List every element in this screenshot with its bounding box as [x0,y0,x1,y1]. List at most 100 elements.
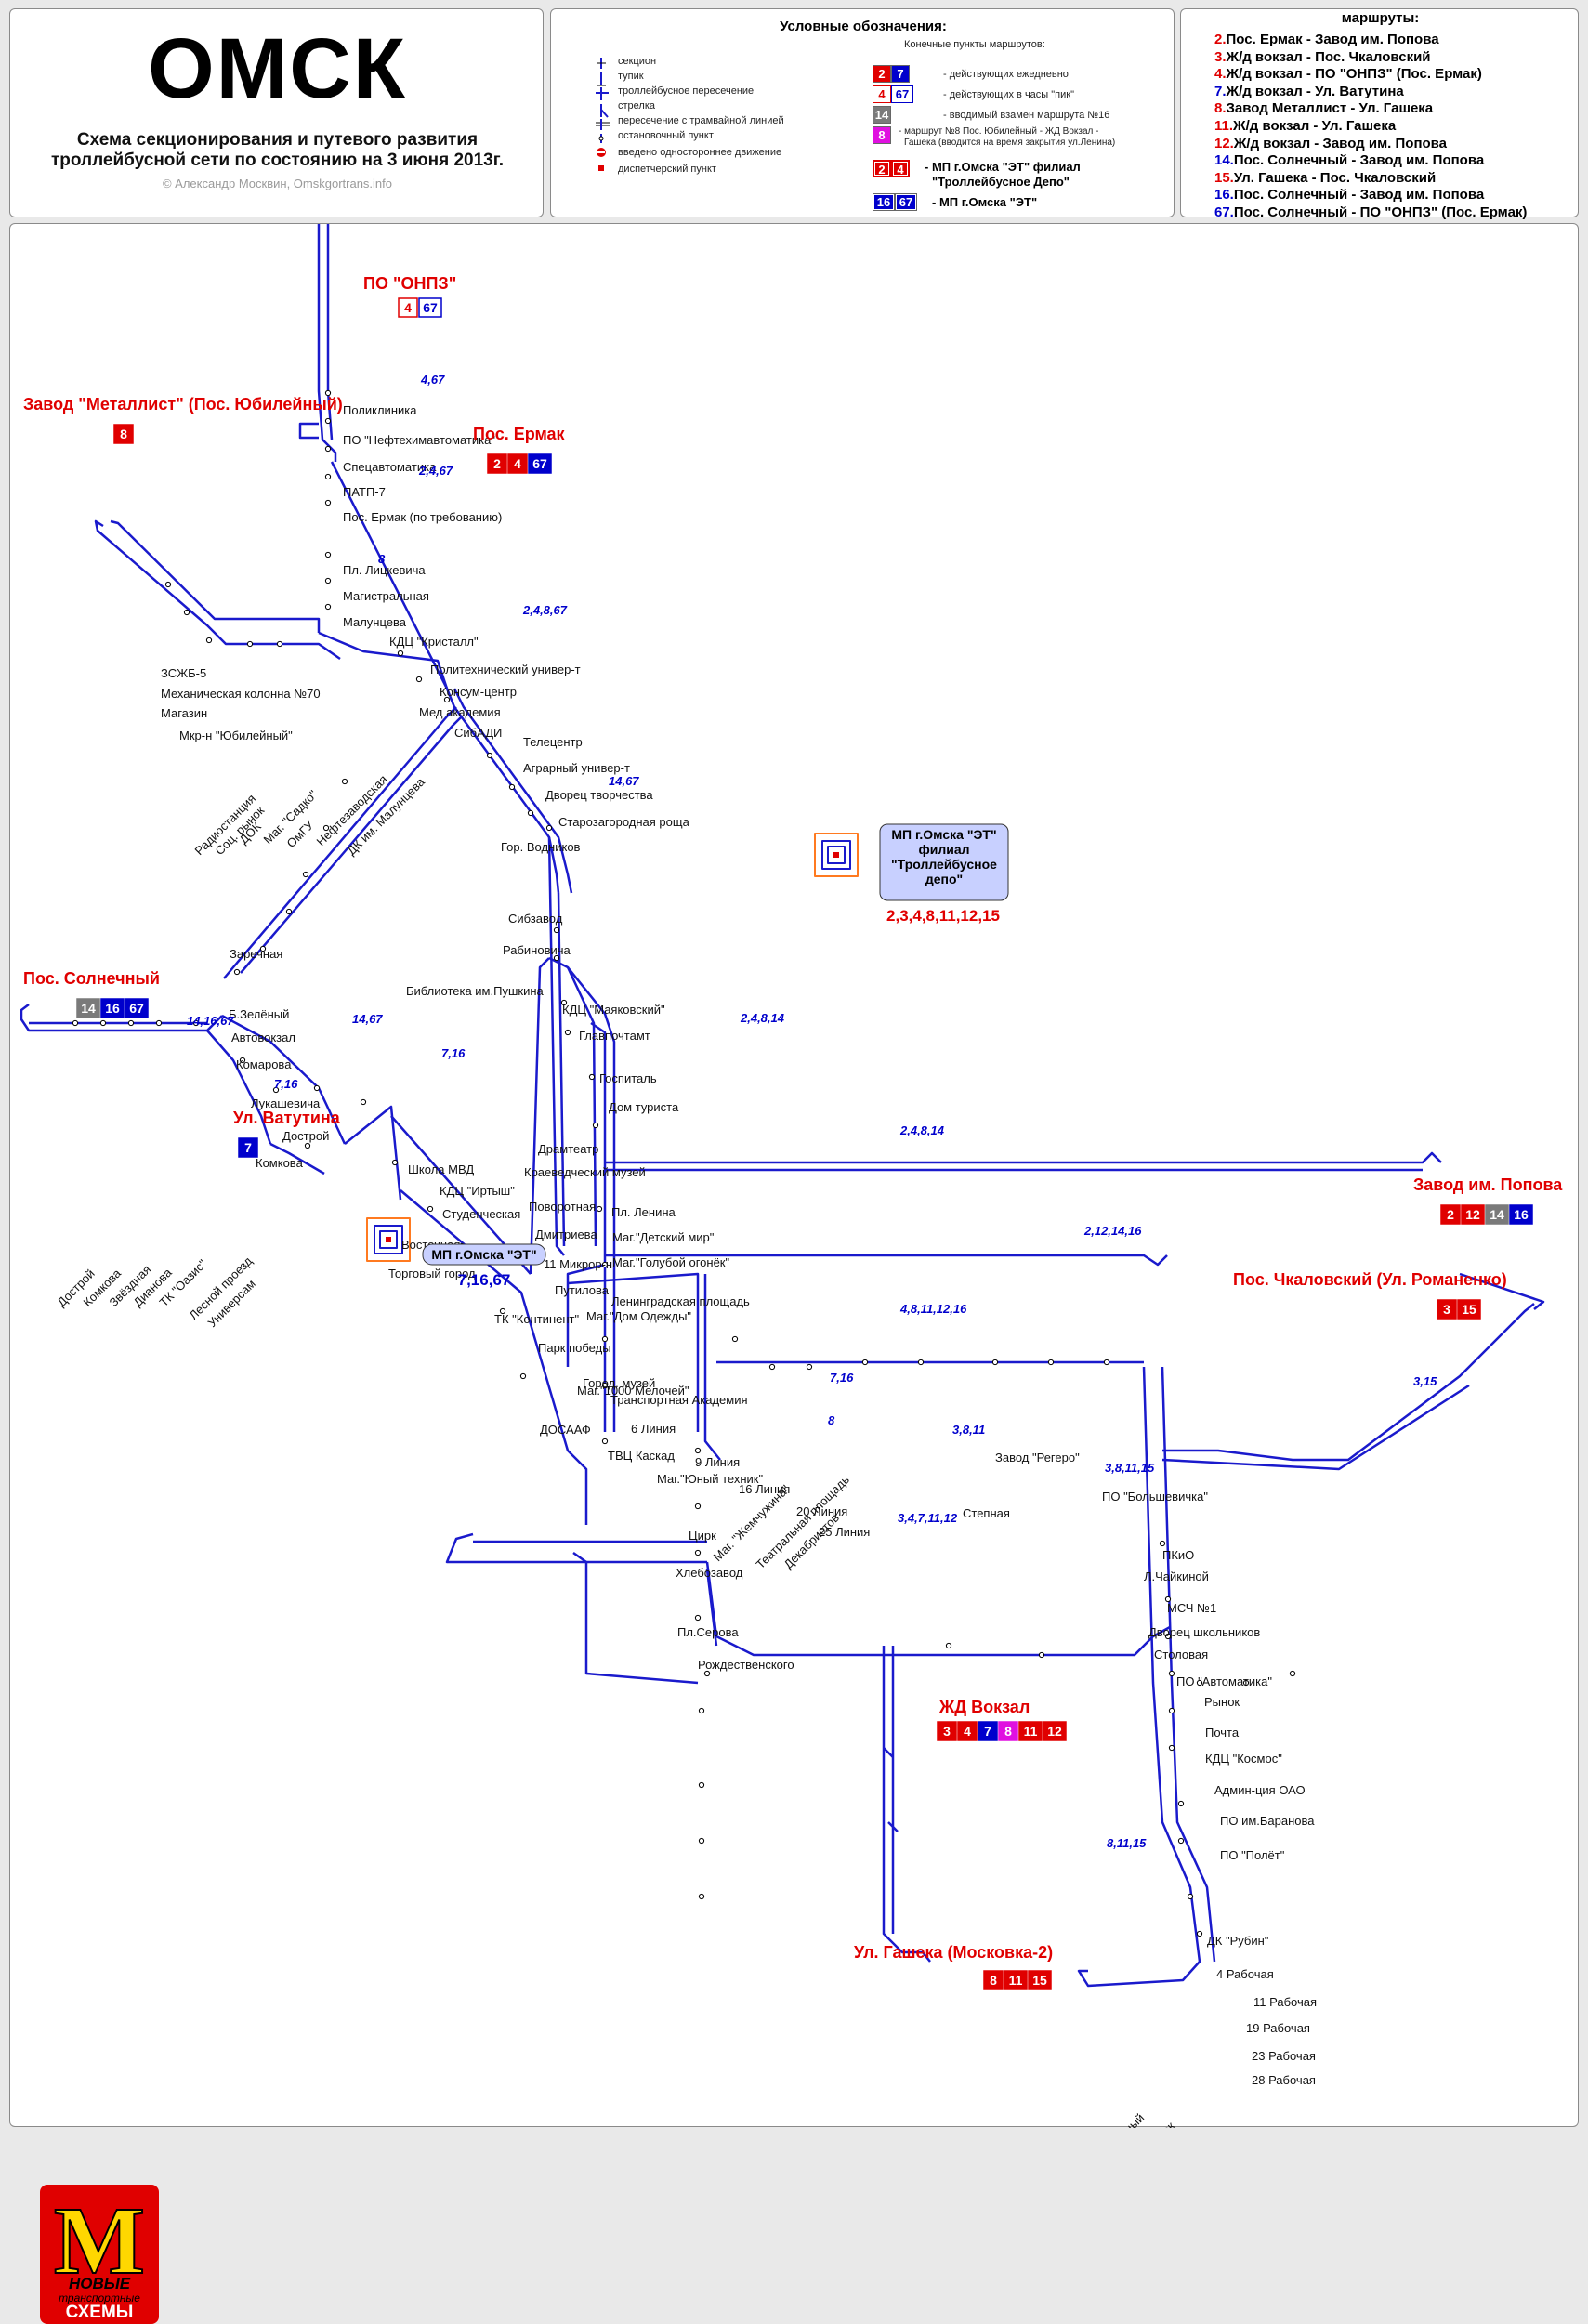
route-segment-label: 4,67 [420,373,445,387]
legend-route8-1: - маршрут №8 Пос. Юбилейный - ЖД Вокзал … [899,126,1099,137]
stop-marker [991,1359,999,1366]
stop-label: Школа МВД [408,1162,474,1176]
depot-routes: 2,3,4,8,11,12,15 [886,907,1000,925]
trolleybus-line [1161,1384,1470,1471]
legend-item-5: остановочный пункт [618,130,714,141]
stop-label: Магистральная [343,589,429,603]
terminal-route-badge: 3 [937,1721,957,1741]
stop-marker [324,551,332,558]
logo-word-1: НОВЫЕ [69,2275,131,2292]
subtitle-line-2: троллейбусной сети по состоянию на 3 июн… [51,151,504,170]
route-description: Пос. Ермак - Завод им. Попова [1226,32,1439,47]
route-segment-label: 7,16 [274,1077,298,1091]
stop-marker [601,1261,609,1268]
terminal-route-number: 12 [1465,1207,1480,1222]
stop-label: СибАДИ [454,726,502,740]
stop-label: Дострой [282,1129,329,1143]
legend-item-4: пересечение с трамвайной линией [618,115,784,126]
stop-label: ПО "Полёт" [1220,1848,1285,1862]
stop-label: ПО им.Баранова [1220,1814,1315,1828]
stop-marker [1103,1359,1110,1366]
terminal-route-number: 15 [1462,1302,1476,1317]
terminal-route-number: 67 [423,300,438,315]
route-item: 8.Завод Металлист - Ул. Гашека [1214,100,1433,116]
stop-label: КДЦ "Кристалл" [389,635,479,649]
route-segment-label: 2,4,67 [418,464,453,478]
legend-item-3: стрелка [618,100,655,112]
stop-label: 28 Рабочая [1252,2073,1316,2087]
stop-marker [945,1642,952,1649]
depot-label: МП г.Омска "ЭТ" [891,827,996,842]
stop-label: Главпочтамт [579,1029,650,1043]
route-number: 2. [1214,32,1227,47]
stop-marker [427,1205,434,1213]
depot-routes: 7,16,67 [458,1271,511,1289]
trolleybus-line [445,1532,707,1564]
stop-marker [397,650,404,657]
route-description: Пос. Солнечный - Завод им. Попова [1233,187,1485,204]
stop-label: Пл. Ленина [611,1205,676,1219]
trolleybus-depot-icon [814,833,859,877]
stop-label: ПКиО [1162,1548,1194,1562]
stop-label: МСЧ №1 [1167,1601,1216,1615]
terminal-route-badge: 15 [1028,1970,1052,1990]
stop-marker [324,417,332,425]
stop-marker [72,1019,79,1027]
terminal-route-badge: 8 [983,1970,1004,1990]
stop-label: Путилова [555,1283,610,1297]
title-panel: ОМСК Схема секционирования и путевого ра… [9,8,544,217]
trolleybus-line [317,224,337,462]
trolleybus-line [221,1014,347,1145]
stop-marker [486,752,493,759]
stop-label: Аграрный универ-т [523,761,630,775]
route-number: 67. [1214,204,1234,220]
stop-marker [164,581,172,588]
terminal-name: Завод им. Попова [1413,1175,1563,1194]
stop-marker [601,1335,609,1343]
stop-label: КДЦ "Маяковский" [562,1003,665,1017]
stop-label: Драмтеатр [538,1142,598,1156]
stop-marker [588,1073,596,1081]
terminal-route-number: 2 [1447,1207,1454,1222]
stop-marker [1038,1651,1045,1659]
route-item: 3.Ж/д вокзал - Пос. Чкаловский [1214,49,1431,65]
stop-marker [499,1307,506,1315]
depot-label: депо" [925,872,963,886]
trolleybus-line [1161,1366,1216,1963]
terminal-route-badge: 8 [998,1721,1018,1741]
route-item: 67.Пос. Солнечный - ПО "ОНПЗ" (Пос. Ерма… [1214,204,1527,220]
stop-label: Рождественского [698,1658,794,1672]
stop-label: Сибзавод [508,912,563,926]
stop-marker [324,577,332,584]
trolleybus-line [240,716,463,974]
stop-label: Краеведческий музей [524,1165,646,1179]
stop-label: Ленинградская площадь [611,1294,750,1308]
terminal-route-number: 11 [1009,1973,1023,1988]
badge-depot2-67: 67 [895,193,917,211]
trolleybus-line [453,688,573,894]
stop-label: ЗСЖБ-5 [161,666,206,680]
terminal-route-badge: 12 [1043,1721,1067,1741]
terminal-route-badge: 11 [1004,1970,1028,1990]
route-item: 11.Ж/д вокзал - Ул. Гашека [1214,118,1396,134]
stop-label: Пл.Серова [677,1625,739,1639]
stop-label: ДК "Рубин" [1207,1934,1269,1948]
stop-marker [1177,1837,1185,1845]
trolleybus-line [705,1561,1171,1657]
stop-label: Студенческая [442,1207,520,1221]
route-description: Ж/д вокзал - Завод им. Попова [1233,135,1448,151]
stop-marker [443,696,451,703]
route-item: 15.Ул. Гашека - Пос. Чкаловский [1214,170,1436,186]
stop-label: 20 Линия [796,1504,847,1518]
legend-item-2: троллейбусное пересечение [618,85,755,97]
stop-marker [324,445,332,453]
stop-marker [545,824,553,832]
legend-item-6: введено одностороннее движение [618,147,782,158]
stop-marker [324,389,332,397]
stop-label: Маг."Юный техник" [657,1472,763,1486]
stop-marker [324,473,332,480]
stop-label: 11 Микрор-н [544,1257,612,1271]
trolleybus-line [1162,1303,1535,1462]
stop-marker [233,968,241,976]
stop-marker [698,1781,705,1789]
